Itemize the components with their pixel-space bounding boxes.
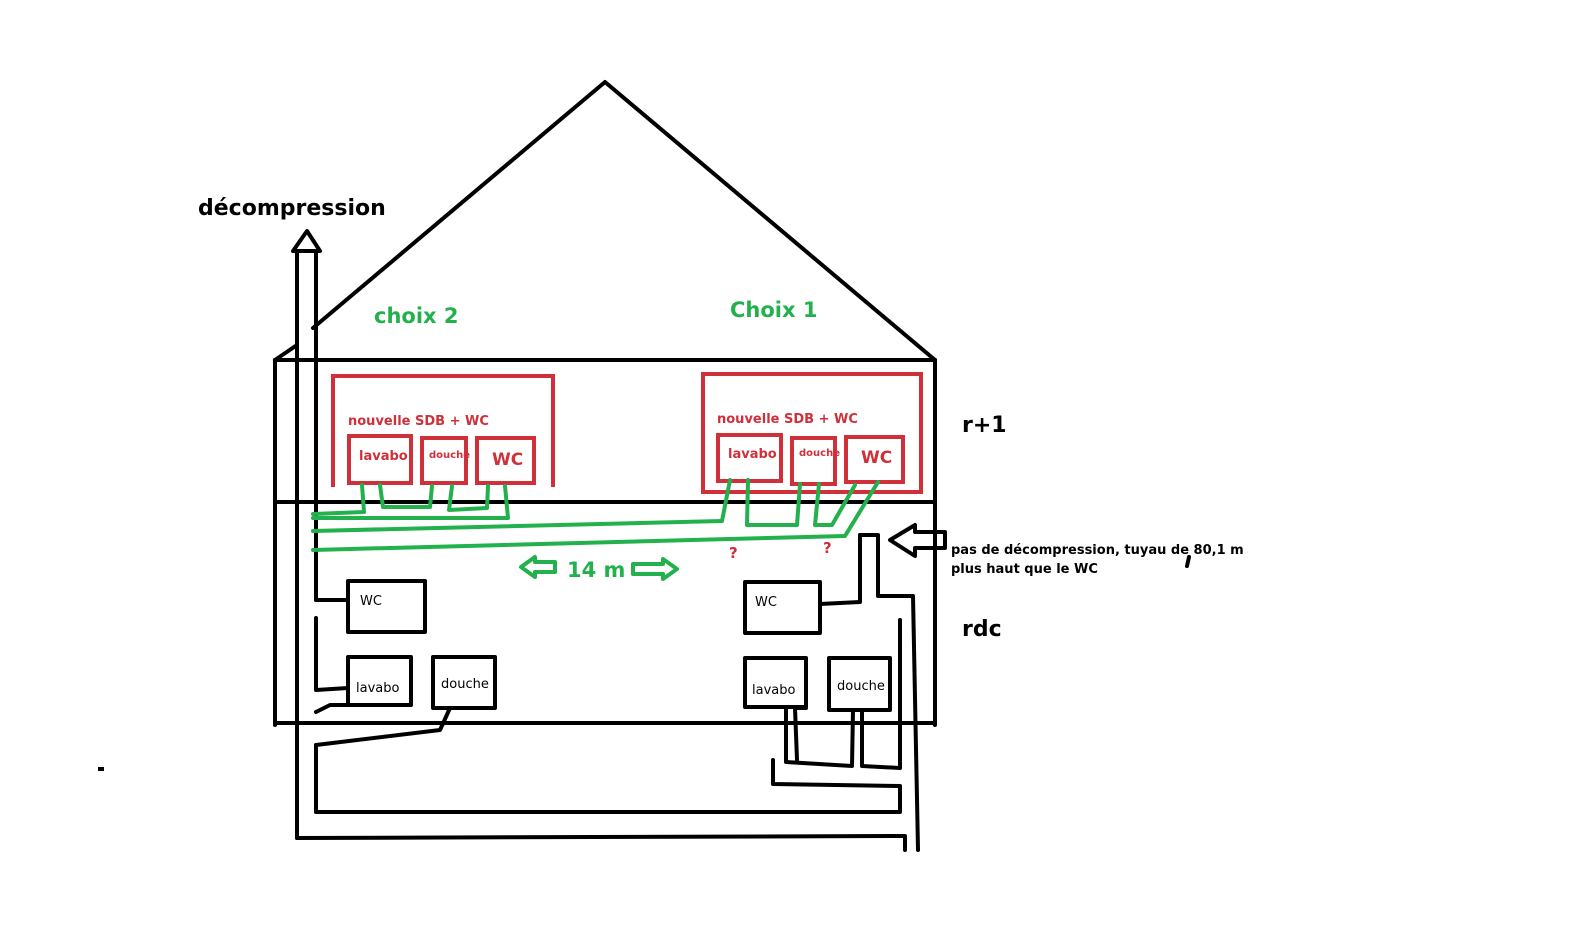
question-mark: ? [729,544,738,562]
label-wc: WC [492,450,523,470]
distance-label: 14 m [567,558,625,582]
pen-mark [1185,555,1191,568]
label-douche: douche [429,450,470,461]
room-lavabo-left [346,655,413,707]
note-line-2: plus haut que le WC [951,562,1098,577]
room-wc-left [346,579,427,634]
arrow-right-icon [631,557,679,581]
choix1-label: Choix 1 [730,298,817,322]
label-douche: douche [837,679,885,694]
distance-indicator: 14 m [519,555,679,582]
room-douche-right [827,656,892,712]
decompression-label: décompression [198,196,386,221]
room-title: nouvelle SDB + WC [348,414,489,429]
right-drain-pipe [784,523,947,852]
proposed-pipes [311,478,880,552]
house-outline [273,80,937,727]
room-lavabo-right [743,656,808,709]
arrow-left-icon [519,555,557,579]
note-line-1: pas de décompression, tuyau de 80,1 m [951,543,1244,558]
upper-bathroom-choix1: nouvelle SDB + WC lavabo douche WC [701,372,923,494]
label-wc: WC [861,448,892,468]
label-lavabo: lavabo [752,683,795,698]
room-title: nouvelle SDB + WC [717,412,858,427]
pen-dot [98,767,104,771]
ground-left-rooms: WC lavabo douche [346,579,497,710]
decompression-pipe [291,229,907,852]
ground-right-rooms: WC lavabo douche [743,580,892,712]
label-douche: douche [441,677,489,692]
label-douche: douche [799,448,840,459]
label-lavabo: lavabo [728,447,777,462]
label-wc: WC [360,594,382,609]
label-lavabo: lavabo [356,681,399,696]
room-douche-left [431,655,497,710]
choix2-label: choix 2 [374,304,459,328]
upper-bathroom-choix2: nouvelle SDB + WC lavabo douche WC [331,374,555,487]
room-wc-right [743,580,822,635]
floor-label-ground: rdc [962,617,1002,642]
label-lavabo: lavabo [359,449,408,464]
label-wc: WC [755,595,777,610]
question-mark: ? [823,539,832,557]
arrow-left-icon [888,523,947,558]
floor-label-upper: r+1 [962,413,1007,438]
